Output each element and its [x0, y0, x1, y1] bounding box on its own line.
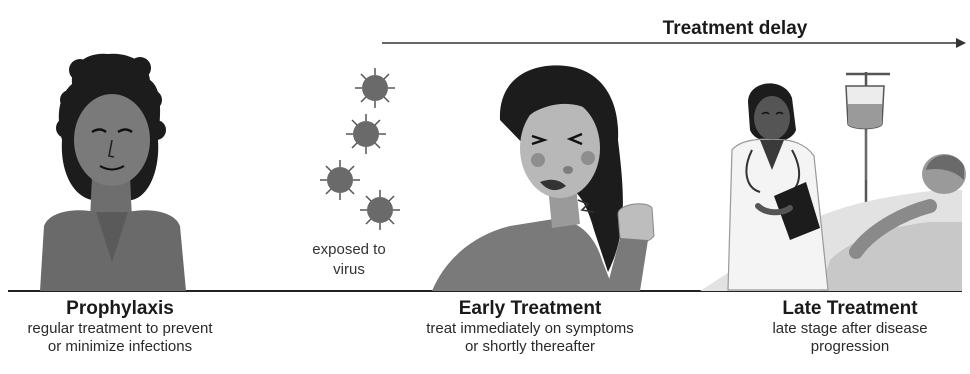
virus-label-line1: exposed to	[294, 240, 404, 260]
virus-icon	[346, 114, 386, 154]
virus-icon	[360, 190, 400, 230]
prophylaxis-desc-line2: or minimize infections	[0, 338, 240, 356]
late-treatment-title: Late Treatment	[740, 298, 960, 320]
virus-label: exposed to virus	[294, 240, 404, 280]
early-treatment-title: Early Treatment	[400, 298, 660, 320]
virus-icon	[355, 68, 395, 108]
prophylaxis-caption: Prophylaxis regular treatment to prevent…	[0, 298, 240, 356]
late-treatment-caption: Late Treatment late stage after disease …	[740, 298, 960, 356]
virus-label-line2: virus	[294, 260, 404, 280]
virus-particles	[320, 68, 400, 230]
prophylaxis-desc-line1: regular treatment to prevent	[0, 320, 240, 338]
treatment-delay-label: Treatment delay	[630, 18, 840, 40]
late-treatment-illustration	[700, 72, 966, 291]
early-treatment-desc-line2: or shortly thereafter	[400, 338, 660, 356]
virus-icon	[320, 160, 360, 200]
early-treatment-person-illustration	[432, 65, 654, 291]
late-treatment-desc-line1: late stage after disease	[740, 320, 960, 338]
late-treatment-desc-line2: progression	[740, 338, 960, 356]
early-treatment-desc-line1: treat immediately on symptoms	[400, 320, 660, 338]
prophylaxis-person-illustration	[40, 54, 186, 291]
early-treatment-caption: Early Treatment treat immediately on sym…	[400, 298, 660, 356]
prophylaxis-title: Prophylaxis	[0, 298, 240, 320]
